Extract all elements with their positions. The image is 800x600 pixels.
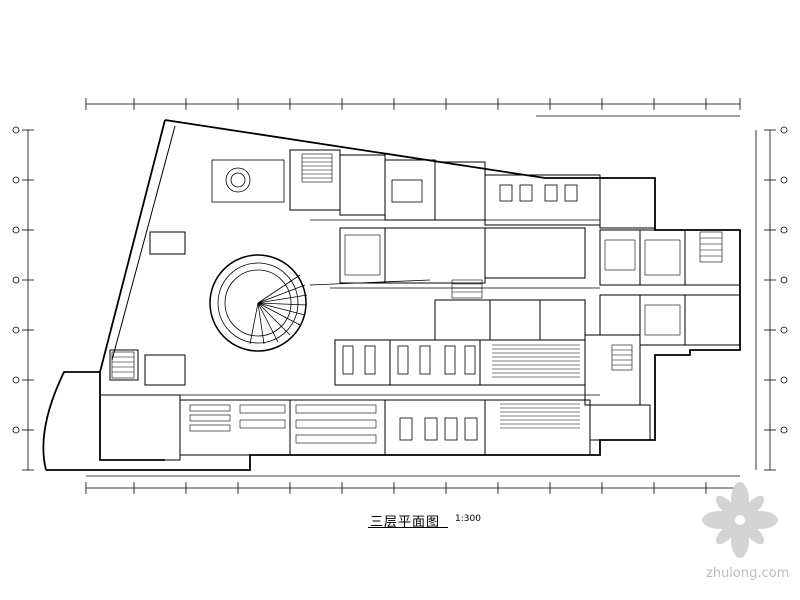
- drawing-title: 三层平面图: [370, 515, 441, 530]
- watermark-text: zhulong.com: [706, 566, 790, 581]
- office-desks: [189, 234, 681, 444]
- lecture-hall-seating: [492, 344, 580, 429]
- grid-axis-markers: [12, 126, 788, 434]
- title-underline: [368, 527, 448, 528]
- stairs: [111, 153, 723, 379]
- lounge-round-seating: [211, 159, 285, 203]
- top-dimension-line: [85, 98, 741, 117]
- left-dimension-line: [22, 129, 34, 471]
- bottom-dimension-line: [85, 475, 741, 494]
- watermark-logo-icon: [702, 482, 778, 558]
- room-partitions: [99, 149, 741, 461]
- drawing-scale: 1:300: [455, 514, 481, 524]
- right-dimension-line: [755, 129, 776, 471]
- meeting-tables: [342, 179, 578, 441]
- circular-rotunda: [209, 254, 308, 352]
- corridor-walls: [180, 219, 600, 396]
